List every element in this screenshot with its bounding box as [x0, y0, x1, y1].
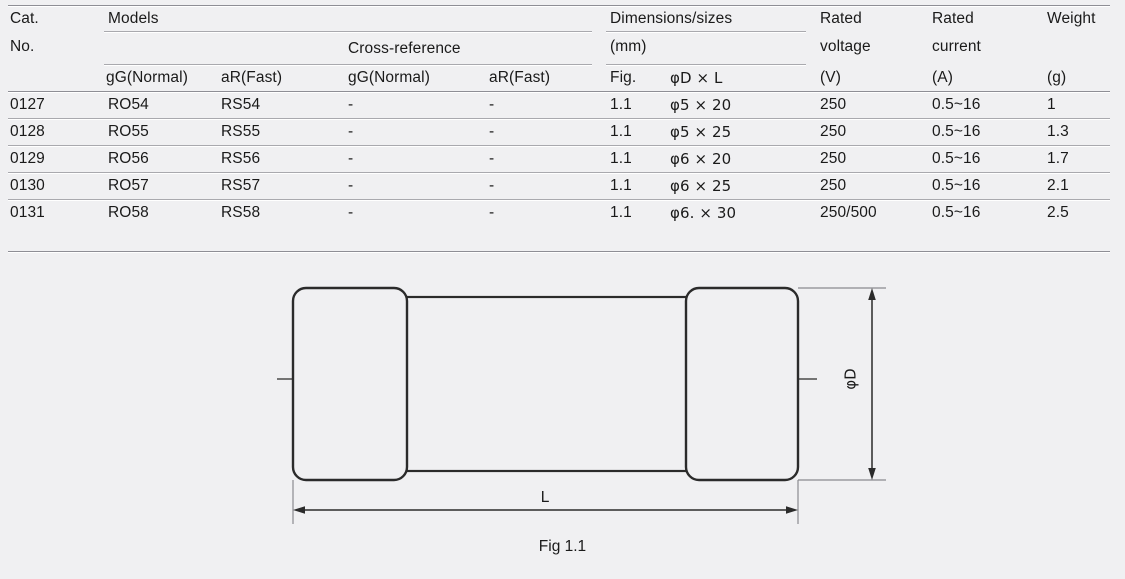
cell-xref-gg: -: [348, 150, 354, 167]
header-rated-voltage-unit: (V): [820, 69, 841, 86]
cell-xref-ar: -: [489, 204, 495, 221]
cell-fig: 1.1: [610, 150, 632, 167]
header-rated-voltage-line2: voltage: [820, 38, 871, 55]
table-row-rule-1: [8, 118, 1110, 119]
table-row-rule-3: [8, 172, 1110, 173]
cell-fig: 1.1: [610, 177, 632, 194]
header-rated-current-line2: current: [932, 38, 981, 55]
header-cross-reference: Cross-reference: [348, 40, 461, 57]
cell-xref-ar: -: [489, 96, 495, 113]
cell-size: φ6 × 25: [670, 177, 732, 195]
cell-models-ar: RS54: [221, 96, 261, 113]
cell-models-gg: RO58: [108, 204, 149, 221]
cell-models-ar: RS58: [221, 204, 261, 221]
header-dimensions-line1: Dimensions/sizes: [610, 10, 733, 27]
header-cat-no-line1: Cat.: [10, 10, 39, 27]
header-rated-current-unit: (A): [932, 69, 953, 86]
diameter-arrow-bottom: [868, 468, 876, 480]
cell-weight: 1.7: [1047, 150, 1069, 167]
cell-cat-no: 0130: [10, 177, 45, 194]
header-fig: Fig.: [610, 69, 637, 86]
cell-rated-current: 0.5~16: [932, 150, 981, 167]
header-rated-current-line1: Rated: [932, 10, 974, 27]
header-xref-ar: aR(Fast): [489, 69, 551, 86]
specification-table: Cat. No. Models Cross-reference gG(Norma…: [0, 0, 1125, 256]
cell-weight: 1: [1047, 96, 1056, 113]
table-rule-xref: [104, 64, 592, 65]
header-dimensions-line2: (mm): [610, 38, 647, 55]
table-rule-dim-sub: [606, 64, 806, 65]
length-label: L: [541, 489, 550, 506]
cell-xref-ar: -: [489, 177, 495, 194]
cell-rated-voltage: 250: [820, 96, 847, 113]
cell-xref-gg: -: [348, 177, 354, 194]
cell-size: φ5 × 20: [670, 96, 732, 114]
length-arrow-right: [786, 506, 798, 514]
cell-models-ar: RS57: [221, 177, 261, 194]
cell-size: φ5 × 25: [670, 123, 732, 141]
cell-size: φ6. × 30: [670, 204, 737, 222]
cell-cat-no: 0131: [10, 204, 45, 221]
fuse-end-cap-right: [684, 286, 800, 482]
header-phi-d-l: φD × L: [670, 69, 723, 87]
diameter-label: φD: [842, 368, 860, 389]
table-rule-dimensions: [606, 31, 806, 32]
cell-weight: 1.3: [1047, 123, 1069, 140]
header-weight-line1: Weight: [1047, 10, 1096, 27]
cell-size: φ6 × 20: [670, 150, 732, 168]
cell-rated-current: 0.5~16: [932, 123, 981, 140]
fuse-end-cap-left: [291, 286, 409, 482]
cell-rated-current: 0.5~16: [932, 96, 981, 113]
diameter-arrow-top: [868, 288, 876, 300]
header-xref-gg: gG(Normal): [348, 69, 430, 86]
cell-rated-voltage: 250: [820, 123, 847, 140]
table-rule-models: [104, 31, 592, 32]
table-row-rule-2: [8, 145, 1110, 146]
header-weight-unit: (g): [1047, 69, 1067, 86]
table-rule-header-end: [8, 91, 1110, 92]
cell-rated-current: 0.5~16: [932, 177, 981, 194]
cell-xref-ar: -: [489, 123, 495, 140]
cell-cat-no: 0128: [10, 123, 45, 140]
table-rule-top: [8, 5, 1110, 6]
cell-weight: 2.5: [1047, 204, 1069, 221]
cell-rated-voltage: 250: [820, 177, 847, 194]
cell-rated-current: 0.5~16: [932, 204, 981, 221]
fuse-dimension-drawing: L φD Fig 1.1: [0, 256, 1125, 579]
length-arrow-left: [293, 506, 305, 514]
cell-fig: 1.1: [610, 96, 632, 113]
cell-models-gg: RO55: [108, 123, 149, 140]
cell-models-gg: RO57: [108, 177, 149, 194]
cell-xref-gg: -: [348, 123, 354, 140]
cell-xref-gg: -: [348, 96, 354, 113]
cell-xref-ar: -: [489, 150, 495, 167]
cell-fig: 1.1: [610, 204, 632, 221]
table-row-rule-4: [8, 199, 1110, 200]
cell-models-gg: RO56: [108, 150, 149, 167]
header-rated-voltage-line1: Rated: [820, 10, 862, 27]
cell-rated-voltage: 250/500: [820, 204, 877, 221]
header-models-ar: aR(Fast): [221, 69, 283, 86]
header-models-gg: gG(Normal): [106, 69, 188, 86]
fuse-body-tube: [398, 295, 694, 473]
cell-models-gg: RO54: [108, 96, 149, 113]
cell-weight: 2.1: [1047, 177, 1069, 194]
figure-caption: Fig 1.1: [538, 538, 587, 555]
cell-models-ar: RS56: [221, 150, 261, 167]
cell-models-ar: RS55: [221, 123, 261, 140]
cell-cat-no: 0127: [10, 96, 45, 113]
table-rule-bottom: [8, 251, 1110, 252]
cell-xref-gg: -: [348, 204, 354, 221]
cell-rated-voltage: 250: [820, 150, 847, 167]
cell-fig: 1.1: [610, 123, 632, 140]
cell-cat-no: 0129: [10, 150, 45, 167]
header-cat-no-line2: No.: [10, 38, 35, 55]
header-models-group: Models: [108, 10, 159, 27]
